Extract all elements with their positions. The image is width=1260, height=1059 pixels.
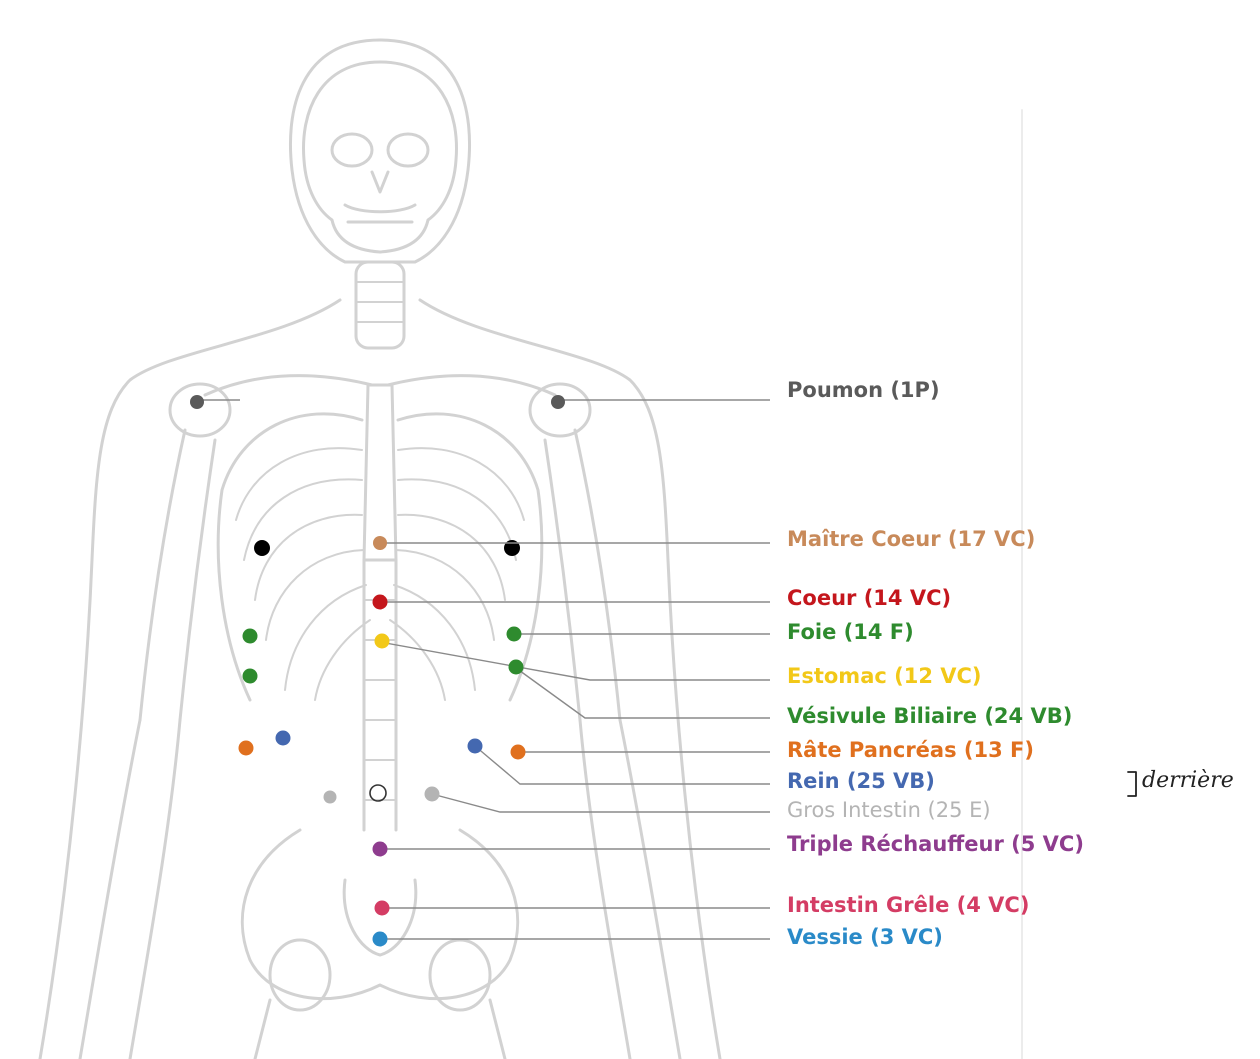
point-foie-left <box>243 629 258 644</box>
point-rein-right <box>468 739 483 754</box>
point-gros-intestin-left <box>324 791 337 804</box>
point-rate-left <box>239 741 254 756</box>
label-estomac: Estomac (12 VC) <box>787 666 982 687</box>
label-triple-rechauffeur: Triple Réchauffeur (5 VC) <box>787 834 1084 855</box>
label-poumon: Poumon (1P) <box>787 380 940 401</box>
point-rein-left <box>276 731 291 746</box>
point-gros-intestin-right <box>425 787 440 802</box>
label-maitre-coeur: Maître Coeur (17 VC) <box>787 529 1035 550</box>
acupoints <box>190 395 565 947</box>
point-coeur <box>373 595 388 610</box>
point-nombril <box>370 785 386 801</box>
point-poumon-left <box>190 395 204 409</box>
label-foie: Foie (14 F) <box>787 622 914 643</box>
point-vesicule-left <box>243 669 258 684</box>
label-rate-pancreas: Râte Pancréas (13 F) <box>787 740 1034 761</box>
leader-lines <box>200 400 770 939</box>
point-vessie <box>373 932 388 947</box>
label-rein: Rein (25 VB) <box>787 771 935 792</box>
annotation-derriere: derrière <box>1142 770 1234 792</box>
point-rate-right <box>511 745 526 760</box>
point-poumon-right <box>551 395 565 409</box>
label-vesicule-biliaire: Vésivule Biliaire (24 VB) <box>787 706 1072 727</box>
point-triple-rechauffeur <box>373 842 388 857</box>
point-intestin-grele <box>375 901 390 916</box>
point-foie-right <box>507 627 522 642</box>
label-vessie: Vessie (3 VC) <box>787 927 943 948</box>
point-vesicule-right <box>509 660 524 675</box>
label-intestin-grele: Intestin Grêle (4 VC) <box>787 895 1029 916</box>
label-coeur: Coeur (14 VC) <box>787 588 951 609</box>
point-maitre-coeur <box>373 536 387 550</box>
label-gros-intestin: Gros Intestin (25 E) <box>787 800 991 821</box>
point-estomac <box>375 634 390 649</box>
